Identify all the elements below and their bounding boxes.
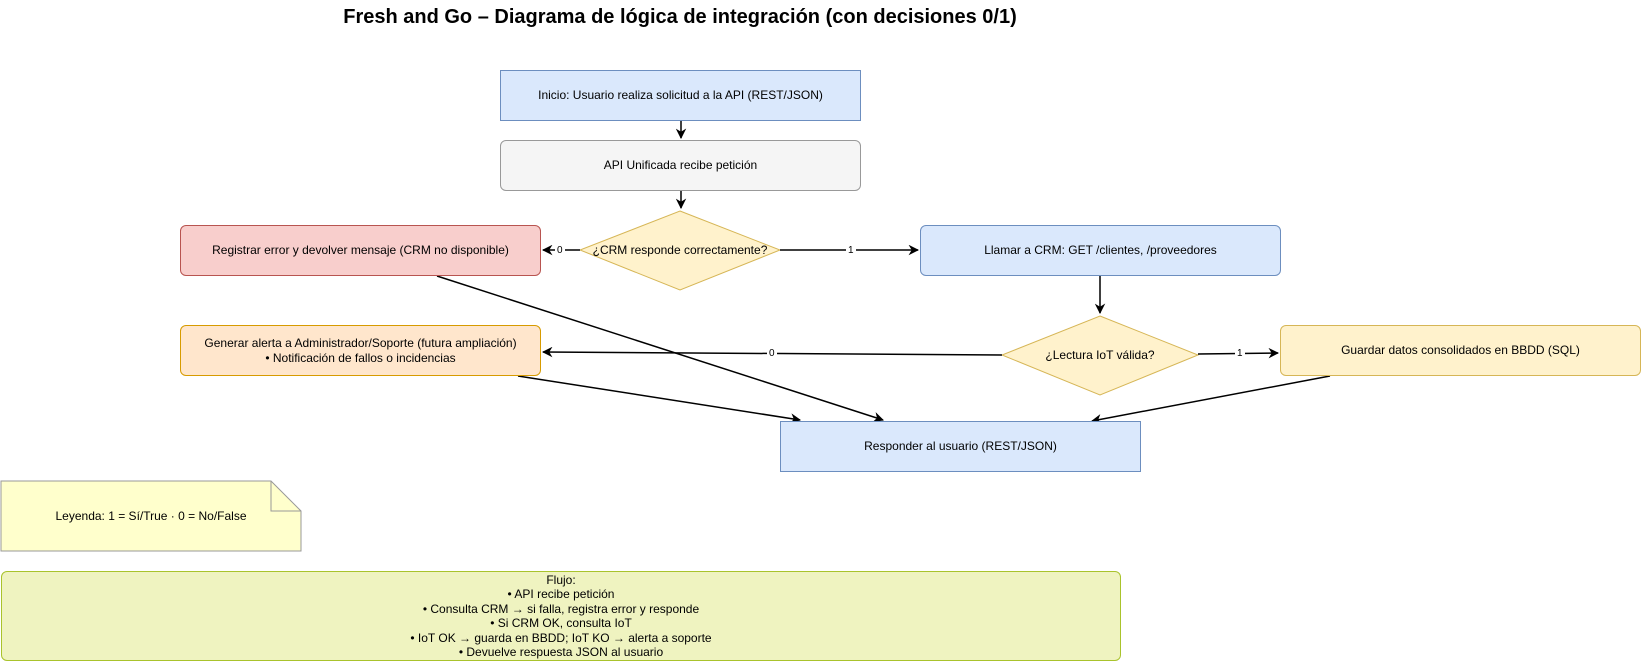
alert-node-line1: Generar alerta a Administrador/Soporte (…	[204, 335, 517, 350]
flow-note-line-3: • Si CRM OK, consulta IoT	[490, 616, 632, 630]
crm-decision-label: ¿CRM responde correctamente?	[592, 243, 768, 257]
respond-node[interactable]: Responder al usuario (REST/JSON)	[780, 421, 1141, 472]
edge-error-to-respond	[436, 275, 884, 423]
legend-text: Leyenda: 1 = Sí/True · 0 = No/False	[55, 508, 247, 523]
edge-label-crm-yes: 1	[846, 245, 856, 257]
iot-decision-label: ¿Lectura IoT válida?	[1045, 348, 1155, 362]
flow-note-line-0: Flujo:	[546, 572, 576, 587]
flow-note-line-5: • Devuelve respuesta JSON al usuario	[458, 645, 664, 659]
api-node[interactable]: API Unificada recibe petición	[500, 140, 861, 191]
iot-decision-shape[interactable]	[1000, 315, 1200, 396]
crm-decision-shape[interactable]	[578, 210, 782, 291]
save-node-label: Guardar datos consolidados en BBDD (SQL)	[1341, 343, 1580, 357]
edge-label-crm-no: 0	[555, 245, 565, 257]
edge-label-iot-yes: 1	[1235, 348, 1245, 360]
crm-call-node-label: Llamar a CRM: GET /clientes, /proveedore…	[984, 243, 1217, 257]
flow-note: Flujo: • API recibe petición • Consulta …	[1, 571, 1121, 661]
legend-note-shape	[0, 480, 302, 552]
flow-note-line-1: • API recibe petición	[507, 587, 615, 601]
diagram-title: Fresh and Go – Diagrama de lógica de int…	[343, 6, 1017, 28]
alert-node[interactable]: Generar alerta a Administrador/Soporte (…	[180, 325, 541, 376]
edge-label-iot-no: 0	[767, 348, 777, 360]
start-node-label: Inicio: Usuario realiza solicitud a la A…	[538, 88, 823, 102]
flow-note-line-4: • IoT OK → guarda en BBDD; IoT KO → aler…	[410, 630, 712, 645]
start-node[interactable]: Inicio: Usuario realiza solicitud a la A…	[500, 70, 861, 121]
error-node-label: Registrar error y devolver mensaje (CRM …	[212, 243, 509, 257]
legend-note: Leyenda: 1 = Sí/True · 0 = No/False	[1, 481, 301, 551]
legend-note-fold	[270, 481, 301, 512]
error-node[interactable]: Registrar error y devolver mensaje (CRM …	[180, 225, 541, 276]
api-node-label: API Unificada recibe petición	[603, 158, 758, 172]
crm-call-node[interactable]: Llamar a CRM: GET /clientes, /proveedore…	[920, 225, 1281, 276]
edge-alert-to-respond	[517, 375, 802, 424]
respond-node-label: Responder al usuario (REST/JSON)	[864, 439, 1057, 453]
alert-node-line2: • Notificación de fallos o incidencias	[265, 350, 456, 365]
edge-save-to-respond	[1090, 375, 1331, 425]
save-node[interactable]: Guardar datos consolidados en BBDD (SQL)	[1280, 325, 1641, 376]
flow-note-line-2: • Consulta CRM → si falla, registra erro…	[422, 601, 700, 616]
